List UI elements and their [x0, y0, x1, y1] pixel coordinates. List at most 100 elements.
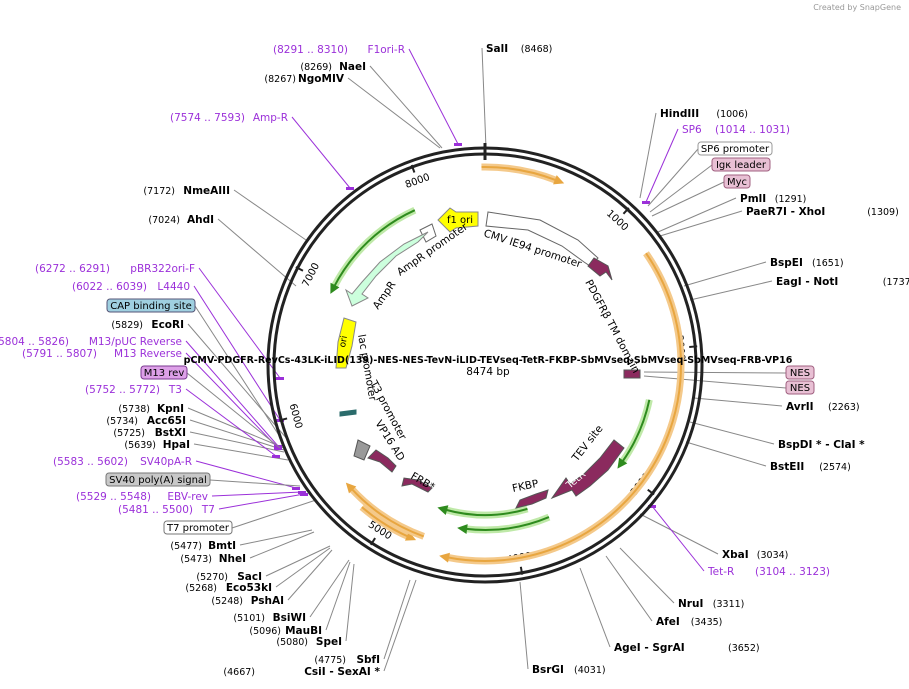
enzyme-name: SbfI — [356, 654, 380, 666]
enzyme-position: (4775) — [314, 655, 346, 666]
enzyme-position: (5248) — [211, 596, 243, 607]
enzyme-leader — [309, 559, 350, 618]
enzyme-name: CsiI - SexAI * — [304, 666, 380, 678]
enzyme-name: NheI — [219, 553, 246, 565]
frb-label: FRB* — [409, 470, 437, 493]
enzyme-name: BstXI — [155, 427, 186, 439]
primer-leader — [185, 352, 279, 449]
enzyme-position: (5829) — [111, 320, 143, 331]
enzyme-site: EcoRI(5829) — [111, 319, 184, 331]
primer-name: Tet-R — [707, 566, 734, 578]
enzyme-name: BmtI — [208, 540, 236, 552]
enzyme-name: NruI — [678, 598, 703, 610]
enzyme-position: (5477) — [170, 541, 202, 552]
ampr-label: AmpR — [371, 279, 399, 312]
primer-position: (5481 .. 5500) — [118, 504, 193, 516]
enzyme-position: (4031) — [574, 665, 606, 676]
primer-name: SV40pA-R — [140, 456, 192, 468]
enzyme-name: SalI — [486, 43, 508, 55]
feature-box-bg — [711, 157, 771, 172]
enzyme-position: (3034) — [757, 550, 789, 561]
f1-ori-arrow — [437, 207, 479, 233]
enzyme-leader — [345, 563, 355, 642]
enzyme-position: (5096) — [249, 626, 281, 637]
tetr-green-arc-halo — [619, 399, 653, 465]
enzyme-leader — [605, 555, 653, 622]
enzyme-leader — [325, 561, 351, 631]
frb-green-arc-head — [457, 524, 468, 535]
enzyme-site: NheI(5473) — [180, 553, 246, 565]
enzyme-site: PmlI(1291) — [740, 193, 806, 205]
feature-box-nes2: NES — [785, 380, 815, 395]
enzyme-leader — [187, 407, 285, 449]
enzyme-site: NaeI(8269) — [300, 61, 366, 73]
primer-position: (8291 .. 8310) — [273, 44, 348, 56]
enzyme-leader — [659, 210, 743, 237]
enzyme-site: AvrII(2263) — [786, 401, 860, 413]
enzyme-site: Acc65I(5734) — [106, 415, 186, 427]
enzyme-name: KpnI — [157, 403, 184, 415]
feature-leader — [643, 375, 787, 389]
feature-box-bg — [697, 141, 773, 156]
enzyme-name: HindIII — [660, 108, 699, 120]
enzyme-name: NgoMIV — [298, 73, 345, 85]
enzyme-position: (1309) — [867, 207, 899, 218]
tick-mark — [647, 488, 655, 496]
enzyme-site: EagI - NotI(1737) — [776, 276, 909, 288]
enzyme-name: NaeI — [339, 61, 366, 73]
right-orf-arc-head — [439, 552, 450, 563]
tetr-green-arc — [621, 399, 651, 463]
feature-box-label: M13 rev — [144, 368, 185, 379]
enzyme-position: (3435) — [691, 617, 723, 628]
left-bottom-orf-arc-head — [345, 482, 357, 494]
enzyme-name: BsiWI — [273, 612, 306, 624]
enzyme-leader — [217, 218, 297, 287]
pdgfr-arrow — [587, 257, 613, 281]
enzyme-position: (7024) — [148, 215, 180, 226]
primer-position: (3104 .. 3123) — [755, 566, 830, 578]
primer-mark — [454, 143, 462, 146]
feature-box-igk-leader: Igκ leader — [711, 157, 771, 172]
enzyme-leader — [239, 529, 313, 546]
enzyme-site: Eco53kI(5268) — [185, 582, 272, 594]
enzyme-site: BstXI (5725) — [113, 427, 186, 439]
ampr-green-arc — [333, 209, 416, 288]
enzyme-name: BspEI — [770, 257, 803, 269]
primer-site: SV40pA-R (5583 .. 5602) — [53, 456, 192, 468]
ampr-green-arc-head — [330, 282, 340, 294]
primer-mark — [298, 491, 306, 494]
enzyme-position: (5725) — [113, 428, 145, 439]
tick-mark — [689, 345, 698, 349]
primer-mark — [648, 505, 656, 508]
enzyme-position: (5639) — [124, 440, 156, 451]
primer-site: F1ori-R(8291 .. 8310) — [273, 44, 405, 56]
enzyme-leader — [579, 567, 611, 648]
enzyme-position: (3652) — [728, 643, 760, 654]
feature-box-bg — [785, 380, 815, 395]
enzyme-name: AhdI — [187, 214, 214, 226]
enzyme-name: PaeR7I - XhoI — [746, 206, 825, 218]
enzyme-site: BstEII(2574) — [770, 461, 851, 473]
primer-position: (5791 .. 5807) — [22, 348, 97, 360]
enzyme-position: (1737) — [883, 277, 909, 288]
enzyme-site: HindIII(1006) — [660, 108, 748, 120]
map-title: pCMV-PDGFR-RevCs-43LK-iLID(139)-NES-NES-… — [184, 355, 793, 366]
primer-position: (5583 .. 5602) — [53, 456, 128, 468]
primer-position: (5529 .. 5548) — [76, 491, 151, 503]
enzyme-leader — [683, 261, 767, 287]
ori-arrow — [335, 317, 357, 369]
enzyme-leader — [189, 419, 285, 451]
feature-leader — [643, 371, 787, 374]
feature-box-nes1: NES — [785, 365, 815, 380]
frb-green-arc — [464, 516, 550, 531]
primer-site: Amp-R(7574 .. 7593) — [170, 112, 288, 124]
primer-mark — [272, 455, 280, 458]
feature-box-label: SP6 promoter — [701, 144, 770, 155]
primer-name: M13/pUC Reverse — [89, 336, 182, 348]
myc-nes-marker — [623, 369, 641, 379]
enzyme-position: (5101) — [233, 613, 265, 624]
enzyme-site: XbaI(3034) — [722, 549, 788, 561]
enzyme-leader — [657, 197, 737, 233]
enzyme-leader — [693, 397, 783, 407]
